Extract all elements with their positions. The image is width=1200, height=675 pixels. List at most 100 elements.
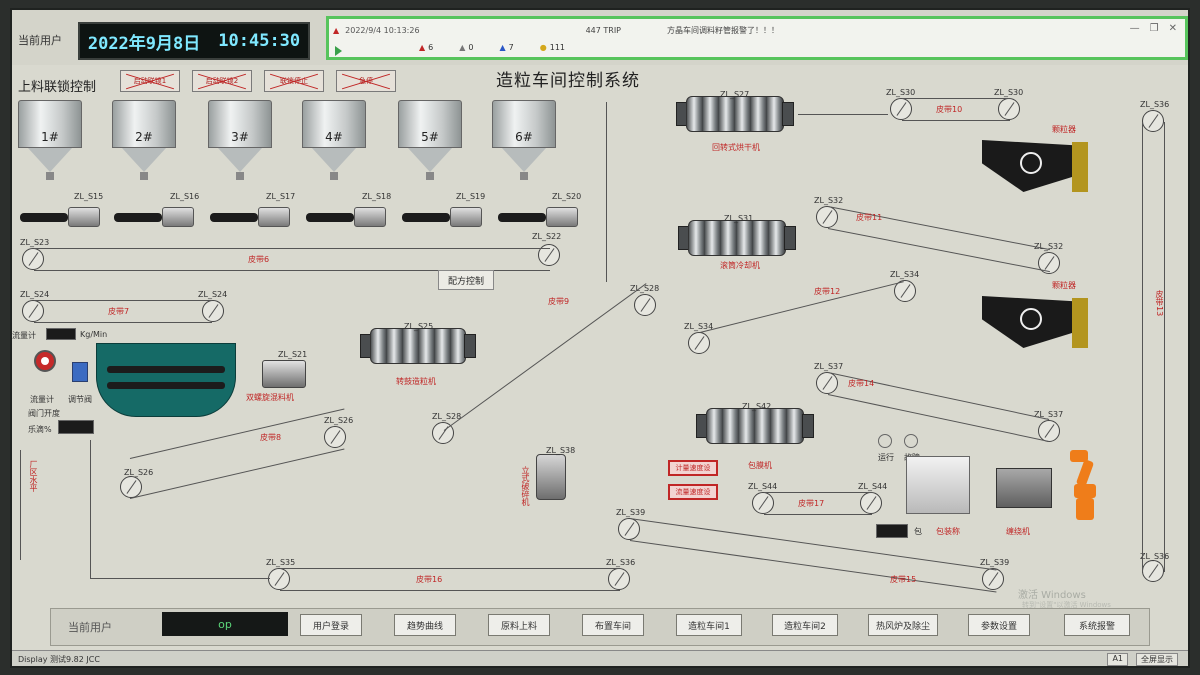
fan-icon [1020, 308, 1042, 330]
nav-workshop-button[interactable]: 布置车间 [582, 614, 644, 636]
coating-label: 包膜机 [748, 461, 772, 470]
emergency-stop-button[interactable]: 急停 [336, 70, 396, 92]
pulley-icon[interactable] [1038, 252, 1060, 274]
nav-granulation1-button[interactable]: 造粒车间1 [676, 614, 742, 636]
nav-alarm-button[interactable]: 系统报警 [1064, 614, 1130, 636]
coating-machine[interactable] [696, 408, 814, 444]
bag-label: 包 [914, 527, 922, 536]
flow-speed-button[interactable]: 流量速度设 [668, 484, 718, 500]
crusher-label: 立式破碎机 [521, 466, 530, 506]
pulley-icon[interactable] [982, 568, 1004, 590]
pulley-icon[interactable] [894, 280, 916, 302]
belt-label: 皮带6 [248, 255, 270, 264]
silo-5[interactable]: 5# [398, 100, 462, 180]
rotary-dryer[interactable] [676, 96, 794, 132]
ratio-field[interactable] [58, 420, 94, 434]
belt-label: 皮带16 [416, 575, 443, 584]
current-user-field[interactable]: op [162, 612, 288, 636]
nav-login-button[interactable]: 用户登录 [300, 614, 362, 636]
motor-icon [546, 207, 578, 227]
feeder-4[interactable] [306, 205, 388, 229]
vertical-crusher[interactable] [536, 454, 566, 500]
interlock-stop-button[interactable]: 联锁停止 [264, 70, 324, 92]
close-icon[interactable]: ✕ [1168, 23, 1177, 34]
granulator-drum[interactable] [360, 328, 476, 364]
silo-3[interactable]: 3# [208, 100, 272, 180]
pulley-icon[interactable] [324, 426, 346, 448]
windows-watermark-sub: 转到"设置"以激活 Windows [1022, 601, 1111, 609]
silo-2[interactable]: 2# [112, 100, 176, 180]
feeder-tag: ZL_S19 [456, 192, 486, 201]
belt-tag: ZL_S30 [886, 88, 916, 97]
mixer-motor-tag: ZL_S21 [278, 350, 308, 359]
left-note: 厂区水平 [29, 460, 38, 492]
feeder-1[interactable] [20, 205, 102, 229]
pulley-icon[interactable] [890, 98, 912, 120]
mixer-motor-icon[interactable] [262, 360, 306, 388]
motor-icon [68, 207, 100, 227]
pulley-icon[interactable] [634, 294, 656, 316]
taskbar-fullscreen-button[interactable]: 全屏显示 [1136, 653, 1178, 666]
silo-4[interactable]: 4# [302, 100, 366, 180]
bag-count-field[interactable] [876, 524, 908, 538]
silo-1[interactable]: 1# [18, 100, 82, 180]
pulley-icon[interactable] [816, 372, 838, 394]
alarm-panel[interactable]: ▲ 2022/9/4 10:13:26 447 TRIP 方晶车间调料籽管报警了… [326, 16, 1188, 60]
wrapping-machine[interactable] [996, 468, 1052, 508]
nav-params-button[interactable]: 参数设置 [968, 614, 1030, 636]
pulley-icon[interactable] [268, 568, 290, 590]
pulley-icon[interactable] [816, 206, 838, 228]
belt-tag: ZL_S36 [606, 558, 636, 567]
page-title: 造粒车间控制系统 [496, 71, 640, 91]
pulley-icon[interactable] [22, 248, 44, 270]
granulator-tag: ZL_S25 [404, 322, 434, 331]
pulley-icon[interactable] [688, 332, 710, 354]
dryer-tag: ZL_S27 [720, 90, 750, 99]
nav-hot-air-button[interactable]: 热风炉及除尘 [868, 614, 938, 636]
granule-screener-1[interactable] [982, 140, 1092, 204]
taskbar-app-label[interactable]: Display 测试9.82 JCC [18, 655, 100, 664]
motor-icon [354, 207, 386, 227]
fault-indicator-icon [904, 434, 918, 448]
nav-raw-material-button[interactable]: 原料上料 [488, 614, 550, 636]
feeder-5[interactable] [402, 205, 484, 229]
feeder-6[interactable] [498, 205, 580, 229]
granule-screener-2[interactable] [982, 296, 1092, 360]
palletizing-robot-icon[interactable] [1064, 450, 1106, 522]
pulley-icon[interactable] [618, 518, 640, 540]
pulley-icon[interactable] [1142, 560, 1164, 582]
metering-speed-button[interactable]: 计量速度设 [668, 460, 718, 476]
wrapping-label: 缠绕机 [1006, 527, 1030, 536]
regulating-valve-icon[interactable] [72, 362, 88, 382]
flow-value-field[interactable] [46, 328, 76, 340]
pulley-icon[interactable] [608, 568, 630, 590]
pulley-icon[interactable] [22, 300, 44, 322]
packing-scale[interactable] [906, 456, 970, 514]
minimize-icon[interactable]: — [1129, 23, 1140, 34]
interlock-start1-button[interactable]: 启动联锁1 [120, 70, 180, 92]
window-controls[interactable]: — ❐ ✕ [1130, 23, 1177, 34]
return-line [90, 578, 270, 579]
pulley-icon[interactable] [860, 492, 882, 514]
pulley-icon[interactable] [998, 98, 1020, 120]
fan-icon [1020, 152, 1042, 174]
pulley-icon[interactable] [120, 476, 142, 498]
pulley-icon[interactable] [202, 300, 224, 322]
restore-icon[interactable]: ❐ [1149, 23, 1159, 34]
pulley-icon[interactable] [538, 244, 560, 266]
belt-tag: ZL_S44 [748, 482, 778, 491]
taskbar-a1-button[interactable]: A1 [1107, 653, 1128, 666]
nav-granulation2-button[interactable]: 造粒车间2 [772, 614, 838, 636]
flowmeter-icon[interactable] [34, 350, 56, 372]
play-icon[interactable] [335, 46, 342, 56]
pulley-icon[interactable] [1142, 110, 1164, 132]
pulley-icon[interactable] [752, 492, 774, 514]
recipe-control-button[interactable]: 配方控制 [438, 270, 494, 290]
feeder-3[interactable] [210, 205, 292, 229]
nav-trend-button[interactable]: 趋势曲线 [394, 614, 456, 636]
drum-cooler[interactable] [678, 220, 796, 256]
twin-screw-mixer[interactable] [96, 343, 236, 417]
interlock-start2-button[interactable]: 启动联锁2 [192, 70, 252, 92]
feeder-2[interactable] [114, 205, 196, 229]
silo-6[interactable]: 6# [492, 100, 556, 180]
